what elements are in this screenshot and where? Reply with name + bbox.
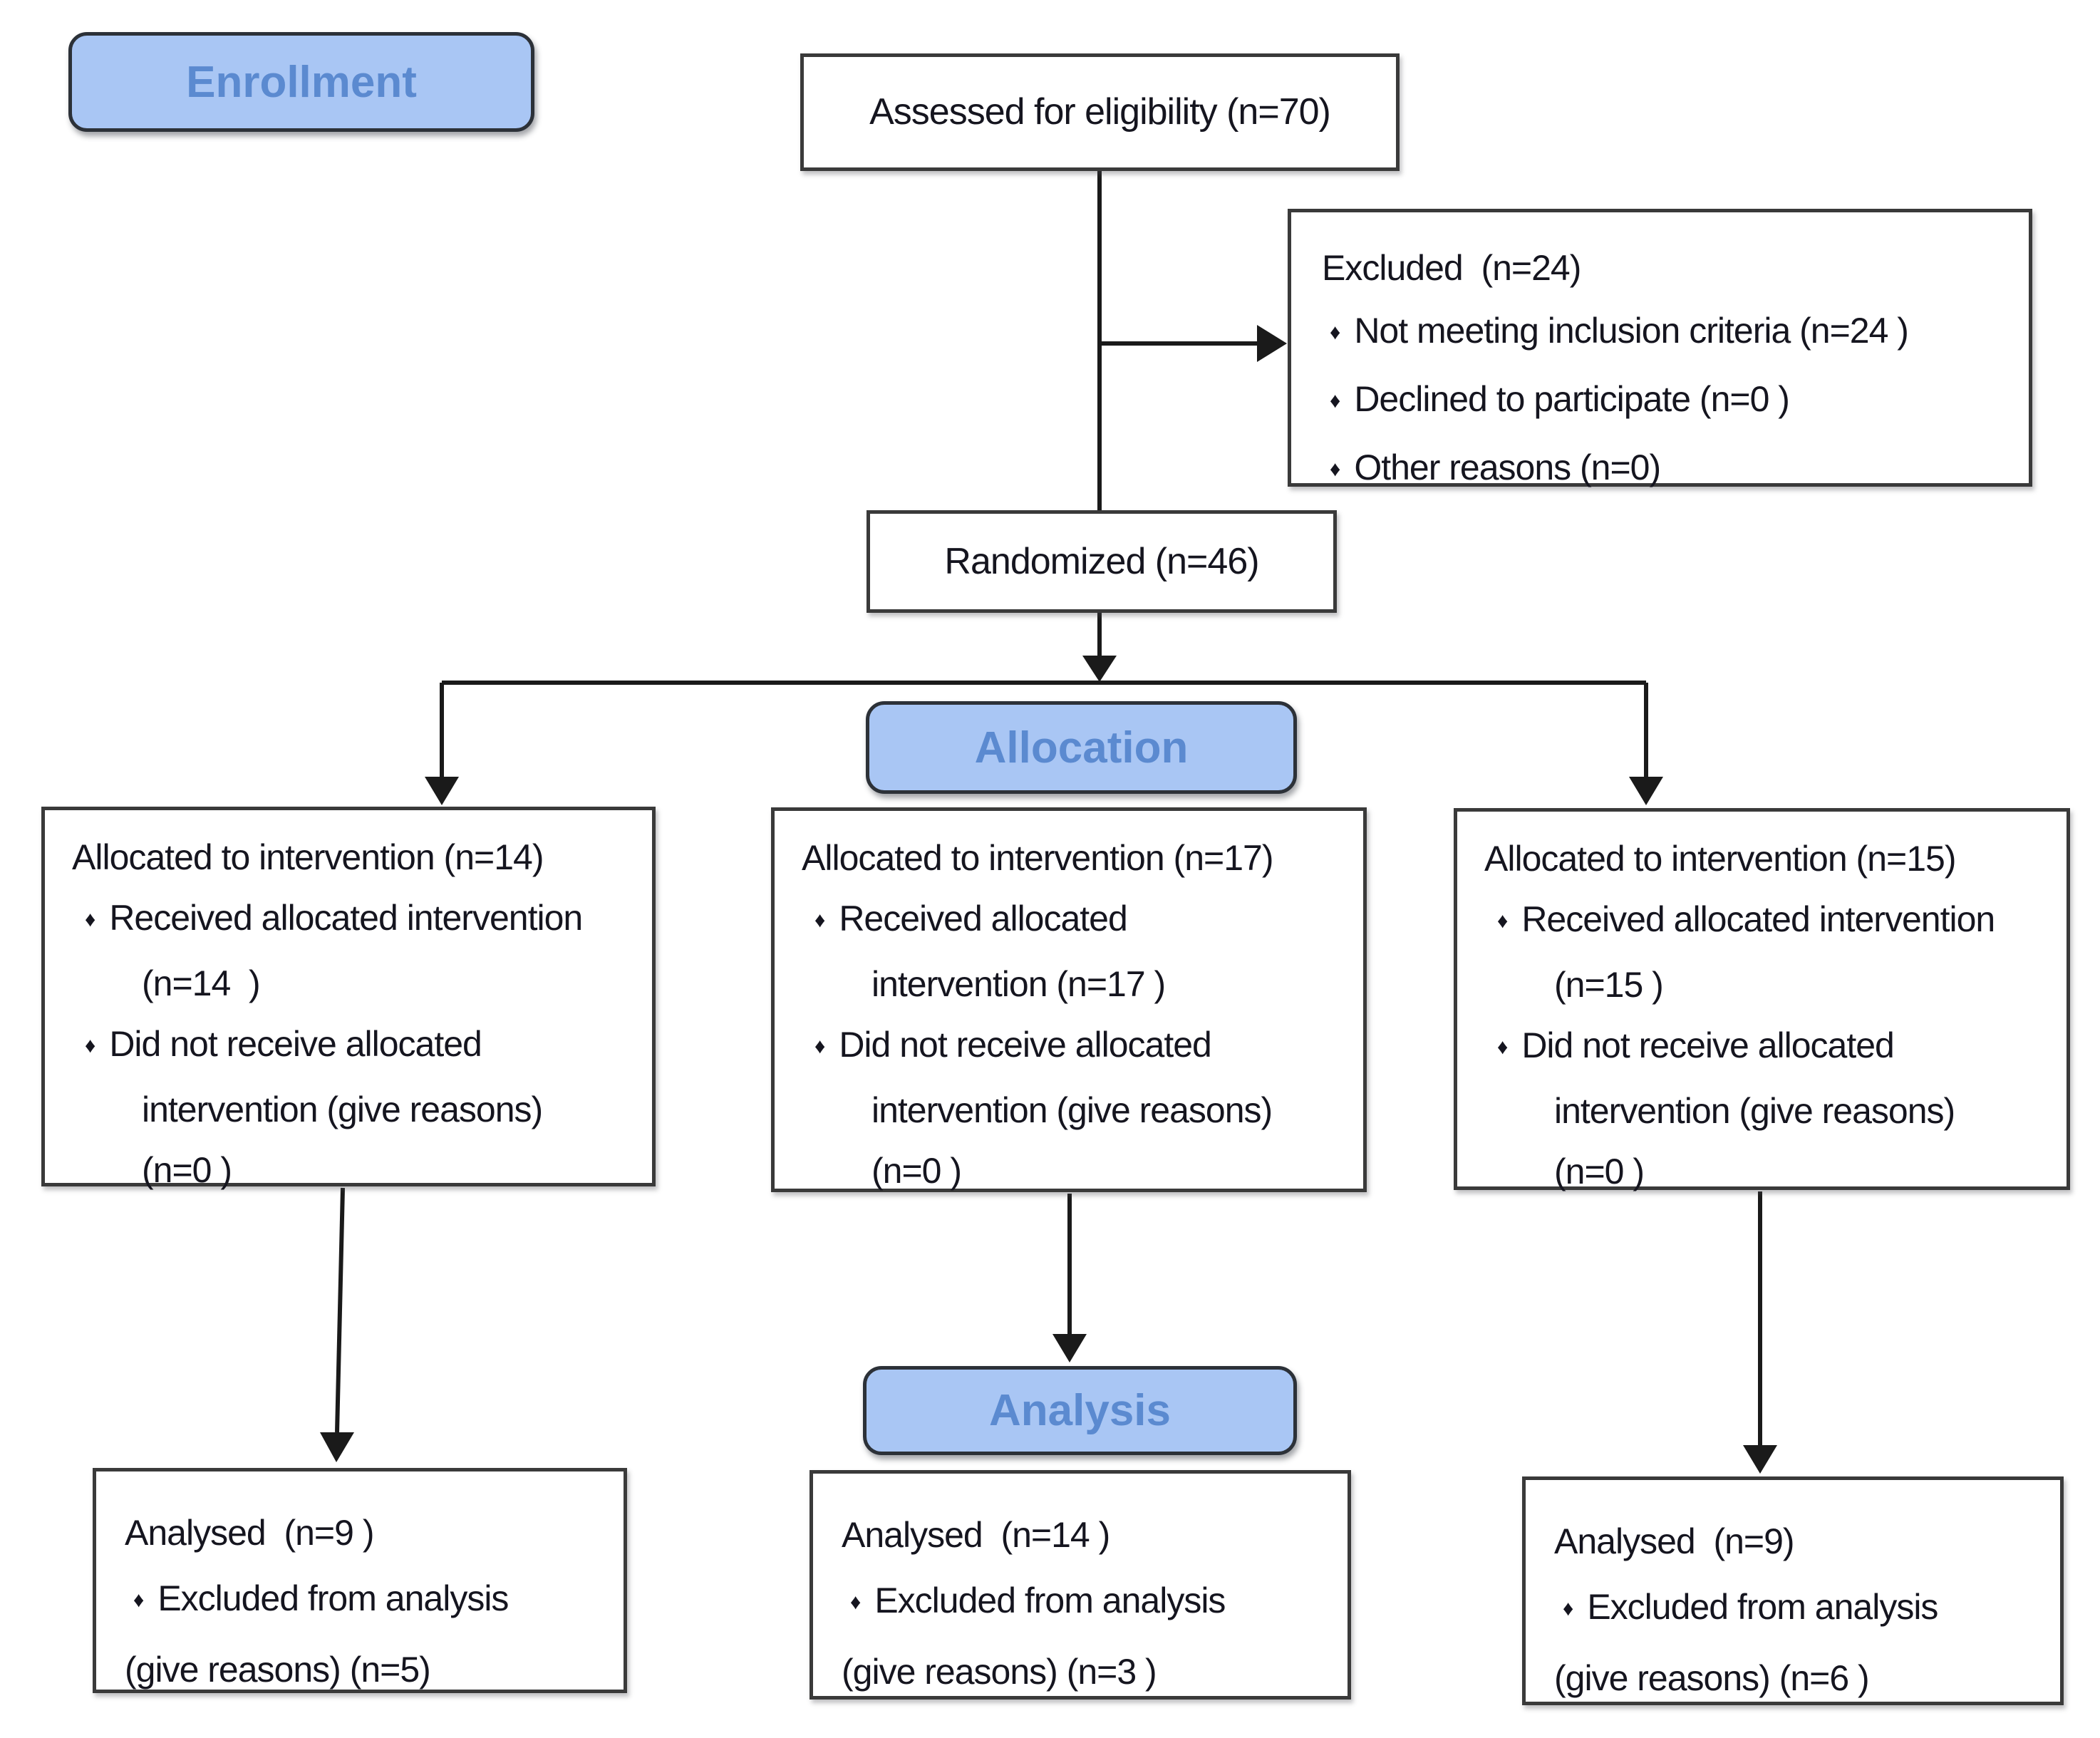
bullet-row: ♦ Did not receive allocated <box>45 1014 652 1080</box>
diamond-bullet-icon: ♦ <box>1497 909 1508 933</box>
bullet-text: Did not receive allocated <box>1521 1025 1895 1065</box>
allocation-box-right: Allocated to intervention (n=15) ♦ Recei… <box>1454 808 2070 1191</box>
bullet-continuation-line: intervention (give reasons) <box>1554 1091 1955 1131</box>
arrowhead-icon <box>1629 777 1663 805</box>
bullet-row: ♦ Received allocated <box>775 889 1363 954</box>
bullet-continuation-line: (give reasons) (n=6 ) <box>1554 1658 1870 1698</box>
bullet-row: ♦ Excluded from analysis <box>813 1568 1348 1639</box>
connector-line <box>335 1187 345 1433</box>
diamond-bullet-icon: ♦ <box>85 908 95 931</box>
allocation-stage-text: Allocation <box>974 723 1189 772</box>
allocation-box-middle: Allocated to intervention (n=17) ♦ Recei… <box>771 807 1367 1192</box>
bullet-text: Did not receive allocated <box>109 1024 482 1064</box>
bullet-continuation-line: (n=0 ) <box>871 1151 962 1191</box>
bullet-continuation-line: (n=15 ) <box>1554 965 1664 1005</box>
bullet-text: Other reasons (n=0) <box>1354 448 1661 487</box>
diamond-bullet-icon: ♦ <box>133 1588 144 1612</box>
diamond-bullet-icon: ♦ <box>814 1035 825 1058</box>
analysis-stage-label: Analysis <box>863 1366 1297 1455</box>
bullet-continuation-line: intervention (give reasons) <box>142 1090 543 1129</box>
box-title: Analysed (n=14 ) <box>842 1515 1110 1555</box>
box-title: Allocated to intervention (n=15) <box>1484 839 1956 879</box>
bullet-row: ♦ Excluded from analysis <box>1526 1574 2060 1645</box>
bullet-text: Excluded from analysis <box>157 1578 509 1618</box>
arrowhead-icon <box>320 1432 354 1462</box>
diamond-bullet-icon: ♦ <box>1330 389 1340 413</box>
bullet-row: ♦ Did not receive allocated <box>775 1015 1363 1080</box>
bullet-row: ♦ Received allocated intervention <box>1457 889 2067 955</box>
arrowhead-icon <box>1082 656 1117 682</box>
enrollment-stage-text: Enrollment <box>186 57 417 107</box>
box-title: Excluded (n=24) <box>1322 248 1581 288</box>
bullet-text: Did not receive allocated <box>839 1025 1212 1065</box>
bullet-row: ♦ Other reasons (n=0) <box>1291 436 2029 505</box>
excluded-box: Excluded (n=24) ♦ Not meeting inclusion … <box>1288 209 2032 487</box>
bullet-text: Declined to participate (n=0 ) <box>1354 379 1790 419</box>
box-title: Allocated to intervention (n=17) <box>802 838 1273 878</box>
diamond-bullet-icon: ♦ <box>1563 1597 1573 1620</box>
diamond-bullet-icon: ♦ <box>850 1590 861 1614</box>
bullet-text: Not meeting inclusion criteria (n=24 ) <box>1354 311 1909 351</box>
bullet-row: ♦ Not meeting inclusion criteria (n=24 ) <box>1291 299 2029 368</box>
diamond-bullet-icon: ♦ <box>814 909 825 932</box>
bullet-row: ♦ Received allocated intervention <box>45 888 652 953</box>
bullet-row: ♦ Excluded from analysis <box>96 1566 624 1637</box>
bullet-continuation-line: (n=0 ) <box>1554 1152 1645 1191</box>
arrowhead-icon <box>1052 1334 1087 1362</box>
bullet-text: Received allocated <box>839 899 1127 938</box>
enrollment-stage-label: Enrollment <box>68 32 534 132</box>
arrowhead-icon <box>425 777 459 805</box>
bullet-continuation-line: intervention (give reasons) <box>871 1090 1273 1130</box>
box-title: Analysed (n=9) <box>1554 1521 1795 1561</box>
bullet-row: ♦ Declined to participate (n=0 ) <box>1291 368 2029 436</box>
analysis-box-middle: Analysed (n=14 ) ♦ Excluded from analysi… <box>810 1470 1351 1700</box>
assessed-text: Assessed for eligibility (n=70) <box>869 91 1331 133</box>
bullet-text: Received allocated intervention <box>109 898 583 938</box>
bullet-continuation-line: (n=0 ) <box>142 1150 232 1190</box>
analysis-stage-text: Analysis <box>988 1386 1171 1435</box>
allocation-box-left: Allocated to intervention (n=14) ♦ Recei… <box>41 807 656 1190</box>
allocation-stage-label: Allocation <box>866 701 1297 794</box>
analysis-box-left: Analysed (n=9 ) ♦ Excluded from analysis… <box>93 1468 627 1693</box>
arrowhead-icon <box>1257 325 1287 362</box>
diamond-bullet-icon: ♦ <box>1330 321 1340 344</box>
bullet-continuation-line: intervention (n=17 ) <box>871 964 1166 1004</box>
arrowhead-icon <box>1743 1445 1777 1474</box>
assessed-box: Assessed for eligibility (n=70) <box>800 53 1400 171</box>
bullet-text: Excluded from analysis <box>1587 1587 1938 1627</box>
diamond-bullet-icon: ♦ <box>85 1034 95 1057</box>
diamond-bullet-icon: ♦ <box>1330 457 1340 481</box>
bullet-text: Excluded from analysis <box>874 1581 1226 1620</box>
randomized-box: Randomized (n=46) <box>867 510 1337 613</box>
box-title: Allocated to intervention (n=14) <box>72 837 544 877</box>
analysis-box-right: Analysed (n=9) ♦ Excluded from analysis … <box>1522 1476 2064 1705</box>
box-title: Analysed (n=9 ) <box>125 1513 374 1553</box>
bullet-row: ♦ Did not receive allocated <box>1457 1015 2067 1081</box>
diamond-bullet-icon: ♦ <box>1497 1035 1508 1059</box>
bullet-text: Received allocated intervention <box>1521 899 1995 939</box>
bullet-continuation-line: (give reasons) (n=5) <box>125 1650 431 1690</box>
bullet-continuation-line: (give reasons) (n=3 ) <box>842 1652 1157 1692</box>
randomized-text: Randomized (n=46) <box>944 540 1259 582</box>
bullet-continuation-line: (n=14 ) <box>142 963 261 1003</box>
